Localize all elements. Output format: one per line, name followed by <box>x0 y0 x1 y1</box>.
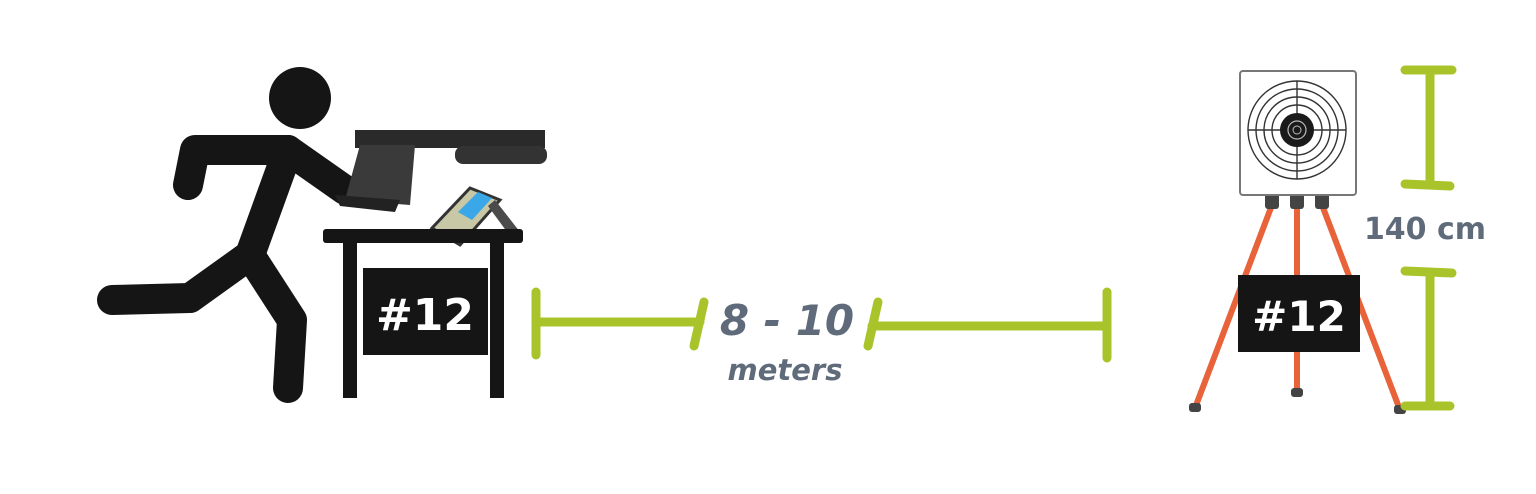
distance-value: 8 - 10 <box>720 296 854 345</box>
shooter-figure <box>97 67 360 403</box>
air-pistol-icon <box>335 130 547 212</box>
height-value: 140 cm <box>1364 212 1486 247</box>
target-lane-sign <box>1238 275 1360 352</box>
tripod-feet <box>1189 193 1406 414</box>
shooting-table <box>323 229 523 398</box>
distance-dimension-line <box>531 287 1112 363</box>
paper-target-icon <box>1239 70 1357 196</box>
distance-unit: meters <box>728 353 843 387</box>
shooter-lane-sign <box>363 268 488 355</box>
shooter-lane-number: #12 <box>376 290 474 341</box>
target-lane-number: #12 <box>1252 292 1346 341</box>
height-dimension-line <box>1400 65 1457 411</box>
